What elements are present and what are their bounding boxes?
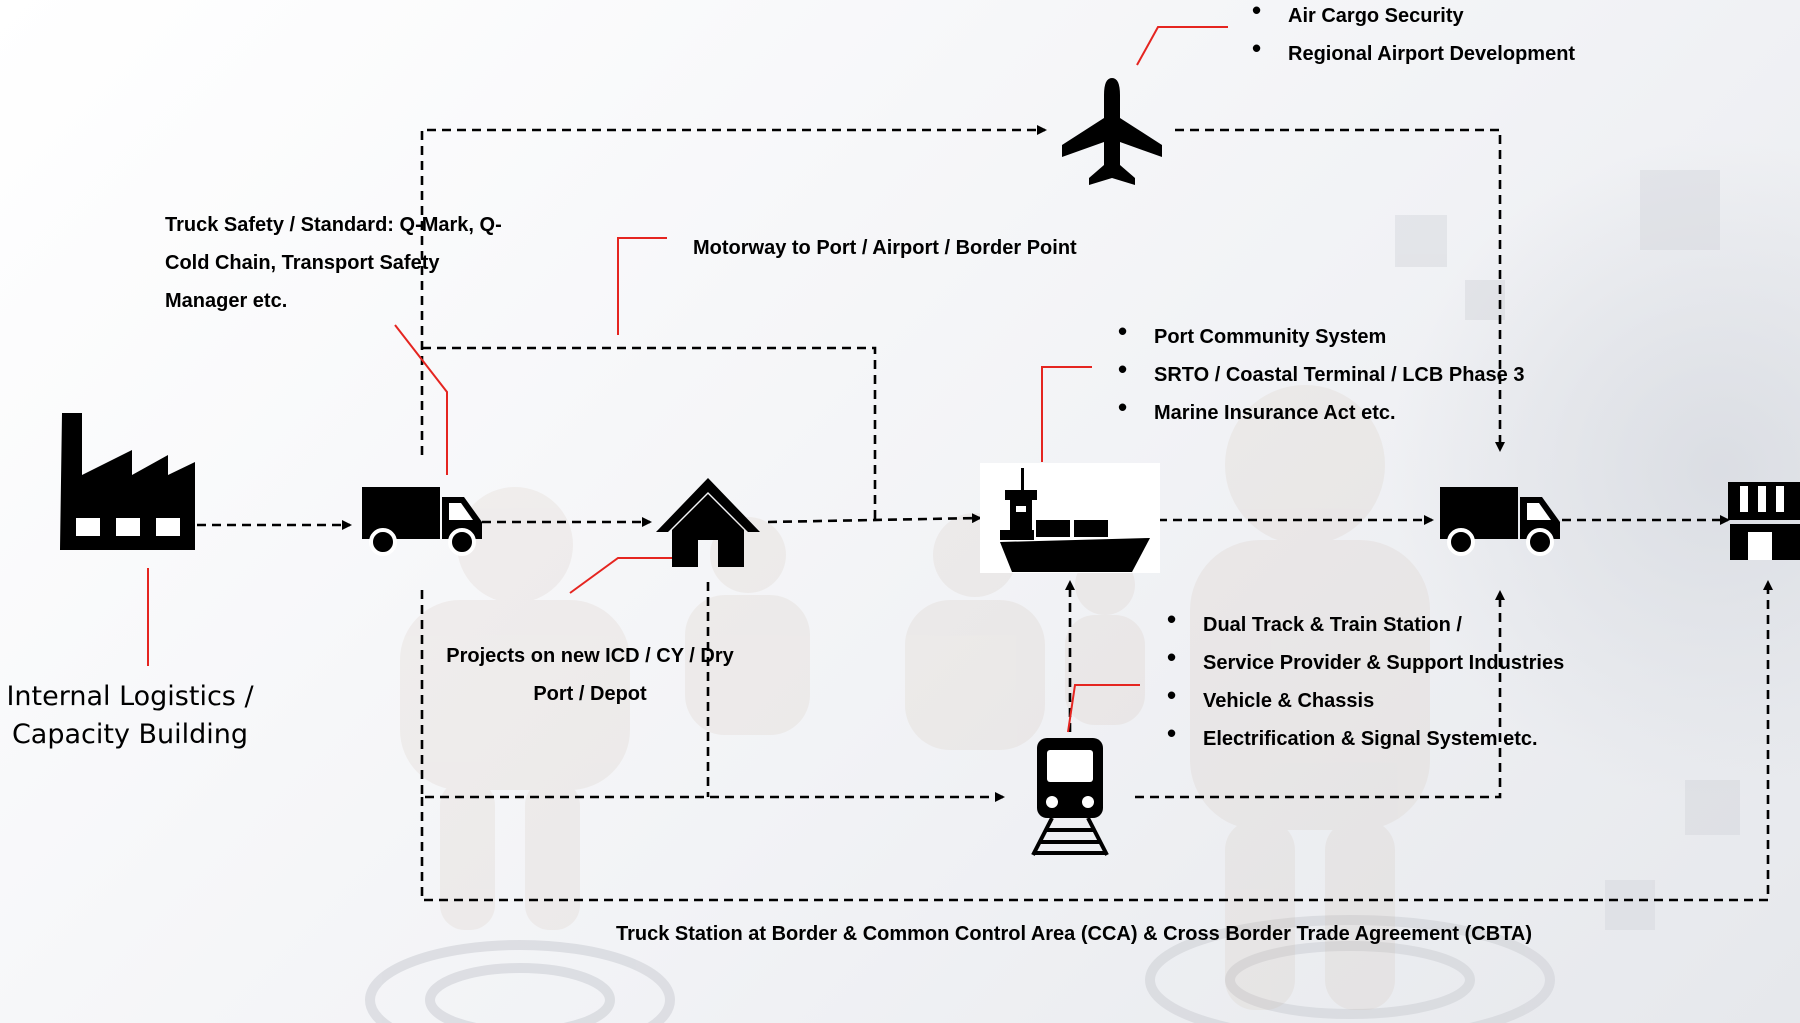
airplane-icon[interactable]: [1062, 78, 1162, 185]
cargo-ship-icon[interactable]: [980, 463, 1160, 573]
connector-house-to-ship: [767, 513, 982, 524]
leader-truck-safety: [394, 324, 448, 475]
leader-airplane: [1136, 26, 1228, 66]
connector-motorway: [422, 346, 877, 522]
list-item: Air Cargo Security: [1252, 0, 1575, 35]
label-truck-safety: Truck Safety / Standard: Q-Mark, Q- Cold…: [165, 214, 502, 312]
leader-ship: [1041, 366, 1092, 462]
air-items-list: Air Cargo Security Regional Airport Deve…: [1252, 0, 1575, 73]
leader-icd: [569, 557, 682, 594]
list-item: SRTO / Coastal Terminal / LCB Phase 3: [1118, 350, 1524, 394]
list-item: Service Provider & Support Industries: [1167, 638, 1564, 682]
list-item: Port Community System: [1118, 312, 1524, 356]
connector-border-route: [420, 580, 1773, 902]
connector-truck-to-train: [420, 590, 1005, 802]
house-icon[interactable]: [656, 478, 760, 567]
factory-icon: [60, 413, 195, 550]
port-items-list: Port Community System SRTO / Coastal Ter…: [1118, 312, 1524, 432]
rail-items-list: Dual Track & Train Station / Service Pro…: [1167, 600, 1564, 758]
caption-internal-logistics: Internal Logistics / Capacity Building: [6, 681, 254, 750]
label-icd-projects: Projects on new ICD / CY / Dry Port / De…: [446, 645, 734, 705]
label-motorway: Motorway to Port / Airport / Border Poin…: [693, 237, 1077, 259]
list-item: Vehicle & Chassis: [1167, 676, 1564, 720]
label-border: Truck Station at Border & Common Control…: [616, 923, 1533, 945]
truck-icon[interactable]: [362, 487, 482, 556]
leader-train: [1067, 684, 1140, 733]
list-item: Dual Track & Train Station /: [1167, 600, 1564, 644]
train-icon[interactable]: [1031, 738, 1109, 856]
list-item: Electrification & Signal System etc.: [1167, 714, 1564, 758]
list-item: Regional Airport Development: [1252, 29, 1575, 73]
leader-motorway: [617, 237, 667, 335]
connector-truck-to-airplane: [420, 125, 1047, 455]
connector-airplane-to-truck: [1175, 128, 1505, 452]
list-item: Marine Insurance Act etc.: [1118, 388, 1524, 432]
truck-icon-2[interactable]: [1440, 487, 1560, 556]
store-icon[interactable]: [1728, 482, 1800, 560]
leader-lines: [147, 26, 1228, 733]
